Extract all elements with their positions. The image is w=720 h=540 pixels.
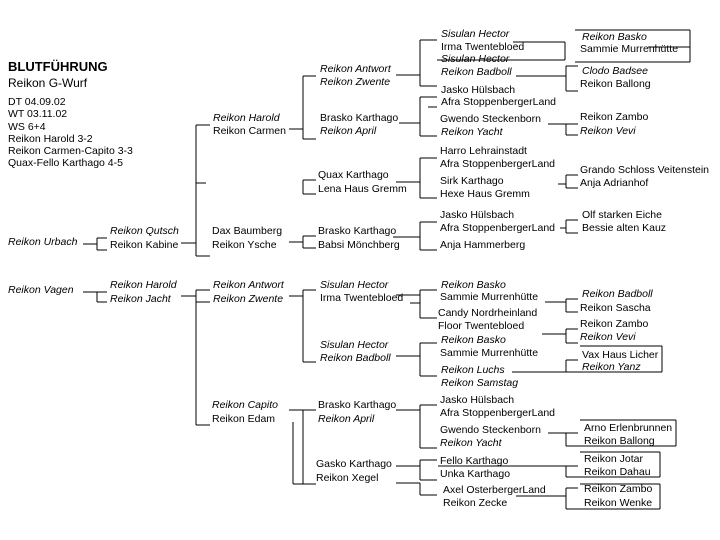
dog-name: Sisulan Hector (441, 28, 510, 40)
dog-name: Brasko Karthago (318, 399, 396, 411)
dog-name: Lena Haus Gremm (318, 183, 407, 195)
dog-name: Reikon Ballong (580, 78, 651, 90)
dog-name: Gasko Karthago (316, 458, 392, 470)
info-line: DT 04.09.02 (8, 96, 66, 108)
dog-name: Arno Erlenbrunnen (584, 422, 672, 434)
info-line: WS 6+4 (8, 120, 46, 133)
dog-name: Reikon Harold (110, 279, 178, 291)
dog-name: Irma Twentebloed (320, 292, 403, 304)
dog-name: Fello Karthago (440, 455, 508, 467)
dog-name: Brasko Karthago (318, 225, 396, 237)
dog-name: Olf starken Eiche (582, 209, 662, 221)
pedigree-header: BLUTFÜHRUNG Reikon G-Wurf DT 04.09.02 WT… (8, 59, 133, 170)
dog-name: Afra StoppenbergerLand (440, 222, 555, 234)
dog-name: Reikon Badboll (441, 66, 512, 78)
dog-name: Reikon Yacht (441, 126, 504, 138)
dog-name: Reikon Luchs (441, 364, 505, 376)
litter-subtitle: Reikon G-Wurf (8, 76, 88, 90)
dog-name: Reikon Jacht (110, 293, 172, 305)
dog-name: Gwendo Steckenborn (440, 424, 541, 436)
dog-name: Reikon Sascha (580, 302, 651, 314)
dog-name: Babsi Mönchberg (318, 239, 400, 251)
info-line: Reikon Harold 3-2 (8, 132, 93, 145)
dog-name: Dax Baumberg (212, 225, 282, 237)
dog-name: Reikon Urbach (8, 236, 78, 248)
dog-name: Sisulan Hector (441, 53, 510, 65)
dog-name: Reikon Carmen (213, 125, 286, 137)
dog-name: Hexe Haus Gremm (440, 188, 530, 200)
dog-name: Gwendo Steckenborn (440, 113, 541, 125)
dog-name: Reikon Zambo (580, 318, 648, 330)
dog-name: Sammie Murrenhütte (440, 291, 538, 303)
dog-name: Sammie Murrenhütte (440, 347, 538, 359)
dog-name: Reikon Kabine (110, 239, 178, 251)
dog-name: Reikon April (318, 413, 375, 425)
dog-name: Candy Nordrheinland (438, 307, 537, 319)
dog-name: Vax Haus Licher (582, 349, 659, 361)
dog-name: Jasko Hülsbach (440, 209, 514, 221)
dog-name: Sammie Murrenhütte (580, 43, 678, 55)
dog-name: Sirk Karthago (440, 175, 504, 187)
dog-name: Afra StoppenbergerLand (440, 407, 555, 419)
dog-name: Irma Twentebloed (441, 41, 524, 53)
dog-name: Grando Schloss Veitenstein (580, 164, 709, 176)
dog-name: Reikon Zecke (443, 497, 507, 509)
dog-name: Quax Karthago (318, 169, 389, 181)
dog-name: Reikon Vevi (580, 331, 636, 343)
dog-name: Floor Twentebloed (438, 320, 524, 332)
dog-name: Sisulan Hector (320, 339, 389, 351)
dog-name: Reikon Vagen (8, 284, 74, 296)
dog-name: Reikon Yanz (582, 361, 641, 373)
dog-name: Reikon Capito (212, 399, 278, 411)
page-title: BLUTFÜHRUNG (8, 59, 108, 74)
dog-name: Reikon Xegel (316, 472, 378, 484)
dog-name: Clodo Badsee (582, 65, 648, 77)
dog-name: Reikon Harold (213, 112, 281, 124)
dog-name: Reikon Zambo (580, 111, 648, 123)
dog-name: Afra StoppenbergerLand (440, 158, 555, 170)
dog-name: Reikon Ysche (212, 239, 277, 251)
dog-name: Reikon Qutsch (110, 225, 179, 237)
dog-name: Reikon Vevi (580, 125, 636, 137)
dog-name: Anja Adrianhof (580, 177, 648, 189)
dog-name: Anja Hammerberg (440, 239, 525, 251)
dog-name: Reikon Jotar (584, 453, 643, 465)
dog-name: Reikon Wenke (584, 497, 652, 509)
dog-name: Jasko Hülsbach (441, 84, 515, 96)
dog-name: Reikon Antwort (213, 279, 285, 291)
dog-name: Reikon April (320, 125, 377, 137)
dog-name: Brasko Karthago (320, 112, 398, 124)
dog-name: Jasko Hülsbach (440, 394, 514, 406)
info-line: Reikon Carmen-Capito 3-3 (8, 145, 133, 158)
dog-name: Reikon Antwort (320, 63, 392, 75)
dog-name: Reikon Ballong (584, 435, 655, 447)
dog-name: Unka Karthago (440, 468, 510, 480)
dog-name: Reikon Zwente (213, 293, 283, 305)
dog-name: Afra StoppenbergerLand (441, 96, 556, 108)
dog-name: Reikon Dahau (584, 466, 651, 478)
dog-name: Reikon Yacht (440, 437, 503, 449)
dog-name: Reikon Edam (212, 413, 275, 425)
dog-name: Reikon Basko (441, 279, 506, 291)
dog-name: Reikon Zambo (584, 483, 652, 495)
dog-name: Harro Lehrainstadt (440, 145, 527, 157)
info-line: WT 03.11.02 (8, 108, 68, 121)
info-line: Quax-Fello Karthago 4-5 (8, 157, 123, 170)
dog-name: Reikon Badboll (320, 352, 391, 364)
dog-name: Axel OsterbergerLand (443, 484, 546, 496)
dog-name: Reikon Badboll (582, 288, 653, 300)
dog-name: Reikon Basko (582, 31, 647, 43)
dog-name: Reikon Zwente (320, 76, 390, 88)
dog-name: Sisulan Hector (320, 279, 389, 291)
dog-name: Reikon Basko (441, 334, 506, 346)
litter-info: DT 04.09.02 WT 03.11.02 WS 6+4 Reikon Ha… (8, 96, 133, 170)
dog-name: Reikon Samstag (441, 377, 518, 389)
dog-name: Bessie alten Kauz (582, 222, 666, 234)
